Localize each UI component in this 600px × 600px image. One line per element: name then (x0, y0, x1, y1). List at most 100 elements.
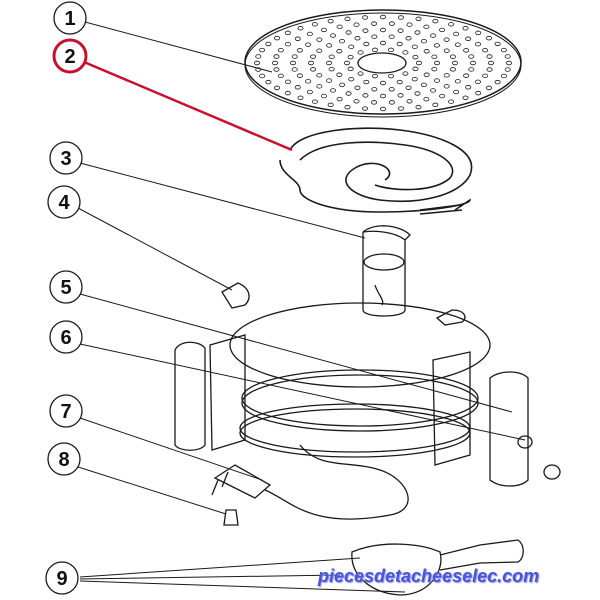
plate-hole (402, 71, 409, 76)
plate-hole (265, 79, 272, 85)
plate-hole (500, 73, 507, 79)
plate-hole (371, 34, 378, 39)
plate-hole (345, 91, 352, 96)
foot (543, 464, 561, 480)
plate-hole (271, 60, 278, 66)
plate-hole (412, 66, 419, 72)
plate-hole (482, 73, 489, 79)
callout-label-6: 6 (60, 327, 71, 349)
plate-hole (504, 67, 511, 72)
plate-hole (344, 16, 351, 22)
plate-hole (316, 73, 323, 78)
center-column (362, 225, 411, 317)
plate-hole (253, 60, 260, 66)
plate-hole (362, 106, 369, 111)
plate-hole (273, 67, 280, 72)
plate-holes (253, 14, 512, 112)
plate-hole (414, 91, 421, 96)
plate-hole (449, 54, 456, 59)
plate-hole (411, 44, 418, 50)
plate-hole (296, 48, 303, 53)
callout-circle-8 (47, 442, 81, 476)
leader-lines (74, 21, 526, 593)
plate-hole (353, 22, 360, 27)
plate-hole (397, 28, 404, 33)
spatula (351, 539, 524, 596)
plate-hole (462, 26, 469, 31)
plate-hole (354, 85, 361, 90)
plate-hole (411, 76, 418, 82)
plate-hole (294, 36, 301, 41)
plate-hole (465, 85, 472, 90)
plate-hole (339, 82, 346, 88)
plate-hole (294, 85, 301, 90)
plate-hole (326, 43, 333, 48)
plate-hole (463, 48, 470, 53)
plate-hole (311, 22, 318, 27)
plate-hole (475, 30, 482, 36)
plate-hole (325, 60, 332, 66)
plate-hole (494, 79, 501, 85)
plate-hole (329, 33, 336, 38)
plate-hole (273, 54, 280, 59)
plate-hole (397, 93, 404, 98)
callout-label-2: 2 (64, 46, 75, 68)
plate-hole (306, 31, 313, 37)
knob-right (435, 309, 466, 326)
plate-hole (486, 54, 493, 59)
heating-element (279, 127, 473, 215)
plate-hole (465, 36, 472, 41)
plate-hole (344, 104, 351, 110)
plate-hole (274, 85, 281, 91)
plate-hole (463, 73, 470, 78)
plate-hole (336, 49, 343, 54)
plate-hole (432, 18, 439, 24)
plate-hole (328, 66, 335, 72)
plate-hole (284, 30, 291, 36)
plate-hole (412, 54, 419, 60)
plate-hole (339, 38, 346, 44)
plate-hole (388, 47, 395, 53)
plate-hole (482, 47, 489, 53)
plate-hole (388, 34, 395, 39)
plate-hole (485, 85, 492, 91)
plate-hole (474, 79, 481, 84)
plate-hole (336, 72, 343, 77)
plate-hole (396, 41, 403, 47)
plate-hole (307, 60, 314, 66)
body-discs (229, 302, 491, 458)
plate-hole (405, 85, 412, 90)
plate-hole (336, 96, 343, 102)
plate-hole (439, 27, 446, 33)
plate-hole (431, 66, 438, 72)
plate-hole (353, 99, 360, 104)
plate-hole (432, 102, 439, 108)
plate-hole (289, 60, 296, 66)
plate-hole (379, 106, 386, 112)
plate-hole (327, 18, 334, 24)
plate-hole (388, 100, 395, 105)
screw (517, 435, 533, 449)
plate-hole (443, 48, 450, 53)
plate-hole (453, 89, 460, 95)
plate-hole (406, 99, 413, 104)
plate-hole (485, 35, 492, 41)
plate-hole (345, 30, 352, 35)
plate-hole (320, 27, 327, 33)
plate-hole (255, 67, 262, 72)
plate-hole (311, 99, 318, 104)
plate-hole (414, 30, 421, 35)
plate-hole (379, 27, 386, 33)
callout-circle-5 (49, 270, 83, 304)
callout-label-1: 1 (64, 8, 75, 30)
plate-hole (379, 40, 386, 46)
plate-hole (371, 21, 378, 26)
plate-hole (316, 37, 323, 42)
plate-hole (277, 47, 284, 53)
plate-hole (388, 73, 395, 79)
plate-hole (329, 88, 336, 93)
plate-hole (443, 84, 450, 89)
plate-hole (405, 36, 412, 41)
